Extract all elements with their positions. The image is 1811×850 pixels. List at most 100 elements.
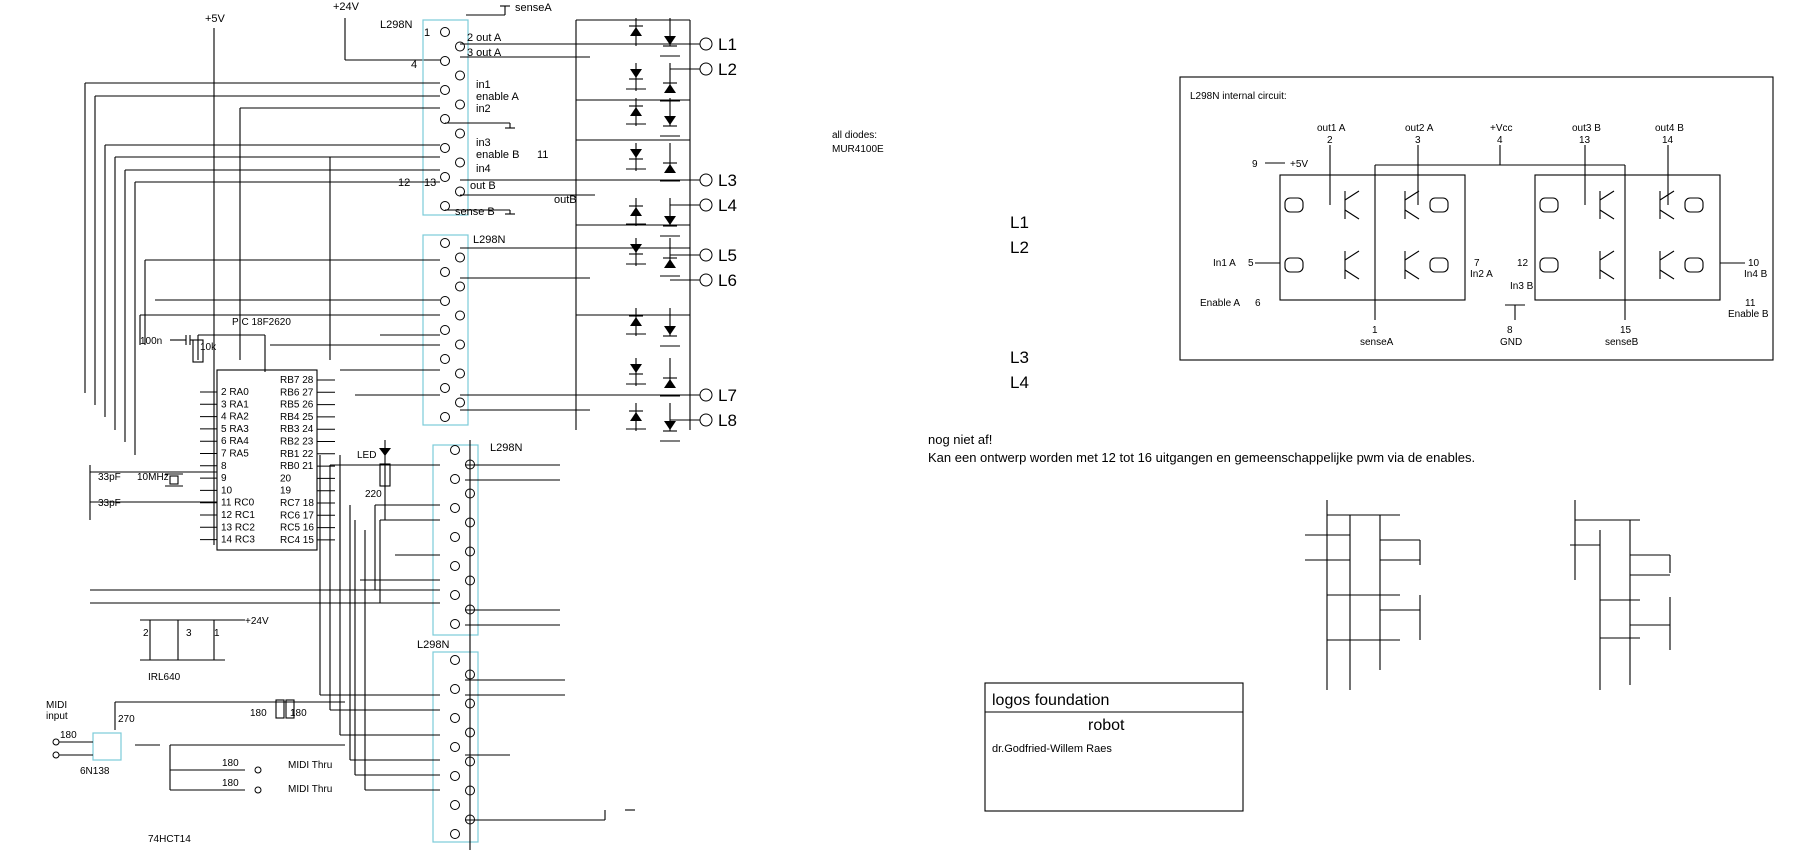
internal-vss-label: +5V [1290, 159, 1308, 170]
chip-pin [455, 397, 465, 408]
output-label-l7: L7 [718, 386, 737, 405]
internal-in3: In3 B [1510, 281, 1534, 292]
cap-100n-label: 100n [140, 336, 162, 347]
chip3-label: L298N [490, 442, 522, 454]
internal-out1: out1 A [1317, 123, 1346, 134]
internal-sense-a-n: 1 [1372, 325, 1378, 336]
l298n-chip-4 [432, 651, 479, 843]
chip-pin [440, 383, 450, 393]
chip-pin [455, 252, 465, 263]
output-label-l6: L6 [718, 271, 737, 290]
pic-left-pin: 4 RA2 [221, 412, 249, 423]
diode [660, 421, 680, 442]
chip1-pin12: 12 [398, 177, 410, 189]
internal-in2: In2 A [1470, 269, 1493, 280]
internal-gnd-n: 8 [1507, 325, 1513, 336]
internal-in4: In4 B [1744, 269, 1768, 280]
chip-pin [450, 474, 460, 484]
chip-pin [440, 238, 450, 248]
chip-pin [450, 713, 460, 723]
chip1-pin13: 13 [424, 177, 436, 189]
sense-a-label: senseA [515, 2, 552, 14]
legend-l1: L1 [1010, 213, 1029, 232]
led-label: LED [357, 450, 376, 461]
res-180e: 180 [222, 778, 239, 789]
pic-left-pin: 9 [221, 473, 227, 484]
res-10k-label: 10k [200, 342, 217, 353]
internal-ena: Enable A [1200, 298, 1240, 309]
res-180d: 180 [222, 758, 239, 769]
pic-right-pin: RC5 16 [280, 523, 314, 534]
mosfet-label: IRL640 [148, 672, 181, 683]
pic-left-pin: 7 RA5 [221, 449, 249, 460]
output-terminal [699, 273, 713, 287]
output-label-l5: L5 [718, 246, 737, 265]
internal-vss: 9 [1252, 159, 1258, 170]
diode [660, 326, 680, 347]
chip-pin [450, 619, 460, 629]
chip-pin [450, 532, 460, 542]
cap-33pf-2: 33pF [98, 498, 121, 509]
mosfet-24v-label: +24V [245, 616, 269, 627]
diode [626, 105, 646, 125]
res-180c: 180 [290, 708, 307, 719]
chip-pin [450, 445, 460, 455]
internal-title: L298N internal circuit: [1190, 91, 1287, 102]
chip-pin [440, 85, 450, 95]
diode [660, 216, 680, 237]
pic-right-pin: RB4 25 [280, 412, 314, 423]
chip-pin [450, 561, 460, 571]
chip-pin [450, 829, 460, 839]
output-terminal [699, 173, 713, 187]
pic-right-pin: RC4 15 [280, 535, 314, 546]
pic-right-pin: RB0 21 [280, 461, 314, 472]
chip-pin [455, 128, 465, 139]
hct-label: 74HCT14 [148, 834, 191, 845]
output-terminal [699, 37, 713, 51]
res-220-label: 220 [365, 489, 382, 500]
output-label-l1: L1 [718, 35, 737, 54]
chip-pin [450, 590, 460, 600]
chip-pin [440, 267, 450, 277]
diode [660, 162, 680, 182]
chip-pin [455, 70, 465, 81]
internal-ena-n: 6 [1255, 298, 1261, 309]
pic-right-pin: RB6 27 [280, 387, 314, 398]
output-label-l3: L3 [718, 171, 737, 190]
pic-left-pin: 11 RC0 [221, 498, 255, 509]
pic-left-pin: 14 RC3 [221, 535, 255, 546]
chip1-pin1: 1 [424, 27, 430, 39]
signal-wires [84, 43, 690, 850]
chip-pin [455, 186, 465, 197]
power-5v-label: +5V [205, 13, 226, 25]
chip-pin [455, 339, 465, 350]
mosfet-pin-3: 3 [186, 628, 192, 639]
diode [626, 69, 646, 90]
pullup-resistor [192, 339, 204, 363]
l298n-chip-1 [422, 19, 469, 216]
internal-gnd: GND [1500, 337, 1522, 348]
internal-out1-n: 2 [1327, 135, 1333, 146]
diodes-note-1: all diodes: [832, 130, 877, 141]
and-gate-icon [1284, 197, 1304, 213]
chip-pins [440, 27, 475, 839]
diode-bridges [575, 18, 691, 442]
internal-in3-n: 12 [1517, 258, 1529, 269]
diode [626, 149, 646, 170]
internal-circuit-box [1179, 76, 1774, 361]
output-terminal [699, 198, 713, 212]
pic-left-pin: 12 RC1 [221, 510, 255, 521]
pic-right-pin: RB1 22 [280, 449, 314, 460]
internal-in1-n: 5 [1248, 258, 1254, 269]
led-circuit [379, 440, 391, 520]
legend-l3: L3 [1010, 348, 1029, 367]
chip-pin [455, 41, 465, 52]
chip-pin [440, 412, 450, 422]
chip1-pin-enable-a: enable A [476, 91, 519, 103]
diode [660, 257, 680, 277]
output-label-l8: L8 [718, 411, 737, 430]
pic-right-pin: RC7 18 [280, 498, 314, 509]
chip-pin [440, 114, 450, 124]
